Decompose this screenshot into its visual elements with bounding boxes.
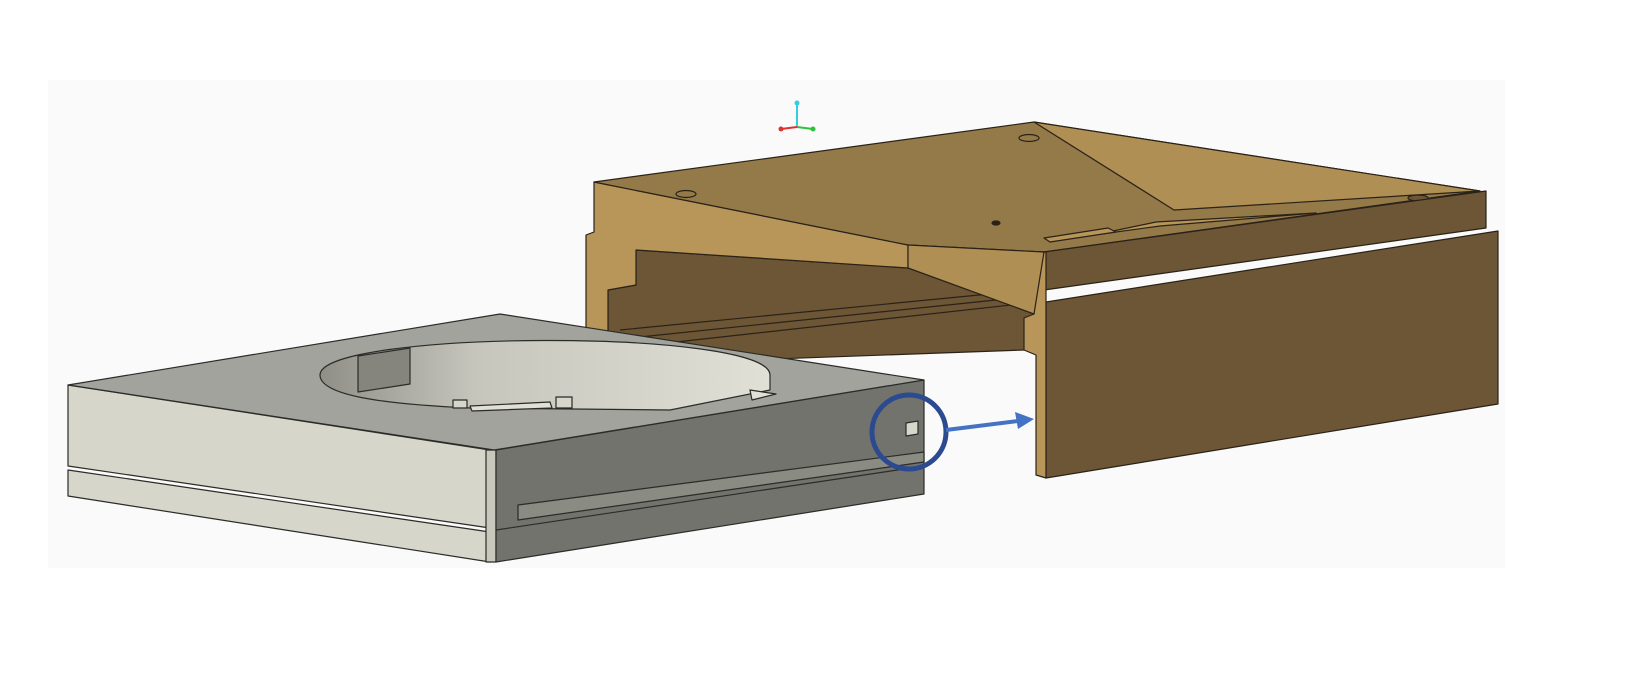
housing-top-facet <box>1033 121 1481 211</box>
tray-side-seam <box>495 465 925 531</box>
z-axis-tip <box>794 100 800 106</box>
highlight-circle-icon <box>869 392 949 472</box>
tray-part[interactable] <box>67 313 925 563</box>
tray-bowl <box>319 339 771 411</box>
housing-top-slot <box>1093 212 1317 236</box>
housing-part[interactable] <box>585 121 1499 479</box>
housing-hole-2 <box>1018 133 1040 143</box>
tray-bowl-notch <box>749 389 777 401</box>
axis-triad-icon[interactable] <box>778 100 816 132</box>
housing-hole-5 <box>991 220 1001 226</box>
tray-latch-tab[interactable] <box>905 420 919 437</box>
direction-arrow-icon <box>1015 412 1034 429</box>
y-axis-tip <box>810 126 816 132</box>
housing-rail-2 <box>629 297 1016 339</box>
housing-rail-3 <box>639 303 1021 347</box>
y-axis-line <box>796 126 814 130</box>
annotation-callout[interactable] <box>869 392 1034 472</box>
housing-rail-1 <box>619 291 1011 331</box>
tray-bowl-slot <box>469 401 553 412</box>
tray-corner <box>485 449 497 563</box>
tray-bowl-tab-1 <box>452 399 468 409</box>
housing-hole-1 <box>675 189 697 199</box>
tray-bowl-wall <box>357 347 411 393</box>
housing-front-edge <box>1023 251 1047 479</box>
x-axis-line <box>780 126 798 130</box>
housing-inner-ledge <box>907 244 1045 315</box>
x-axis-tip <box>778 126 784 132</box>
tray-bowl-tab-2 <box>555 396 573 409</box>
housing-top-slot-small <box>1043 227 1117 243</box>
direction-arrow-line <box>945 419 1019 432</box>
tray-side-groove <box>517 451 925 521</box>
